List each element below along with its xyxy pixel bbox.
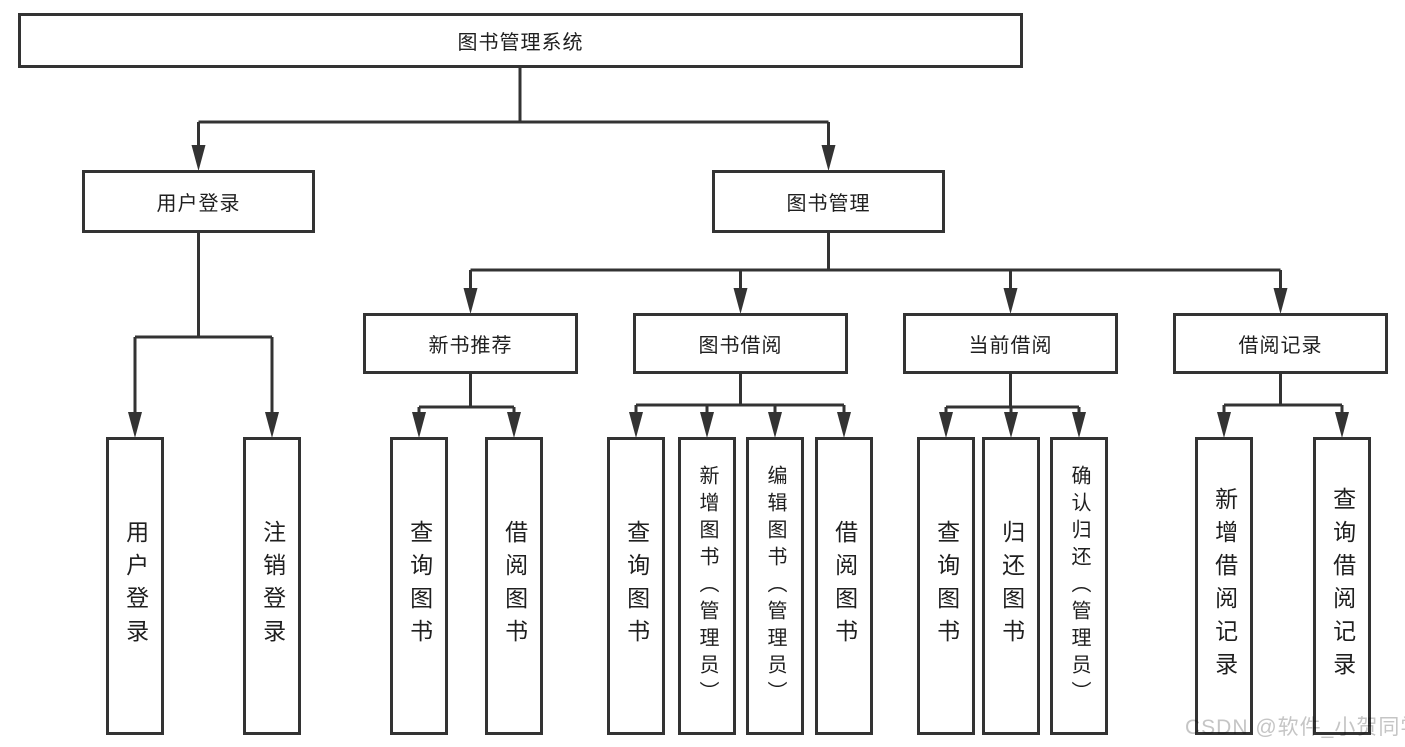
leaf-query-books-borrow-label: 查询图书 [623, 520, 650, 652]
node-book-management: 图书管理 [712, 170, 945, 233]
leaf-confirm-return-admin-label: 确认归还（管理员） [1068, 464, 1090, 708]
node-current-borrow: 当前借阅 [903, 313, 1118, 374]
leaf-query-books-borrow: 查询图书 [607, 437, 665, 735]
leaf-borrow-books: 借阅图书 [815, 437, 873, 735]
node-book-borrow: 图书借阅 [633, 313, 848, 374]
leaf-return-books-label: 归还图书 [998, 520, 1025, 652]
leaf-edit-books-admin-label: 编辑图书（管理员） [764, 464, 786, 708]
leaf-query-books-recommend-label: 查询图书 [406, 520, 433, 652]
leaf-edit-books-admin: 编辑图书（管理员） [746, 437, 804, 735]
leaf-borrow-books-recommend: 借阅图书 [485, 437, 543, 735]
leaf-add-borrow-record-label: 新增借阅记录 [1211, 487, 1238, 685]
leaf-query-books-recommend: 查询图书 [390, 437, 448, 735]
leaf-return-books: 归还图书 [982, 437, 1040, 735]
leaf-confirm-return-admin: 确认归还（管理员） [1050, 437, 1108, 735]
leaf-add-borrow-record: 新增借阅记录 [1195, 437, 1253, 735]
leaf-query-books-current-label: 查询图书 [933, 520, 960, 652]
leaf-borrow-books-recommend-label: 借阅图书 [501, 520, 528, 652]
node-root: 图书管理系统 [18, 13, 1023, 68]
leaf-user-login: 用户登录 [106, 437, 164, 735]
leaf-add-books-admin-label: 新增图书（管理员） [696, 464, 718, 708]
node-new-book-recommend: 新书推荐 [363, 313, 578, 374]
node-user-login: 用户登录 [82, 170, 315, 233]
leaf-logout-label: 注销登录 [259, 520, 286, 652]
node-borrow-records: 借阅记录 [1173, 313, 1388, 374]
leaf-borrow-books-label: 借阅图书 [831, 520, 858, 652]
watermark: CSDN @软件_小贺同学 [1185, 716, 1405, 739]
leaf-logout: 注销登录 [243, 437, 301, 735]
arrowhead-icon [128, 145, 1349, 438]
leaf-query-borrow-record: 查询借阅记录 [1313, 437, 1371, 735]
leaf-query-borrow-record-label: 查询借阅记录 [1329, 487, 1356, 685]
leaf-query-books-current: 查询图书 [917, 437, 975, 735]
leaf-add-books-admin: 新增图书（管理员） [678, 437, 736, 735]
leaf-user-login-label: 用户登录 [122, 520, 149, 652]
